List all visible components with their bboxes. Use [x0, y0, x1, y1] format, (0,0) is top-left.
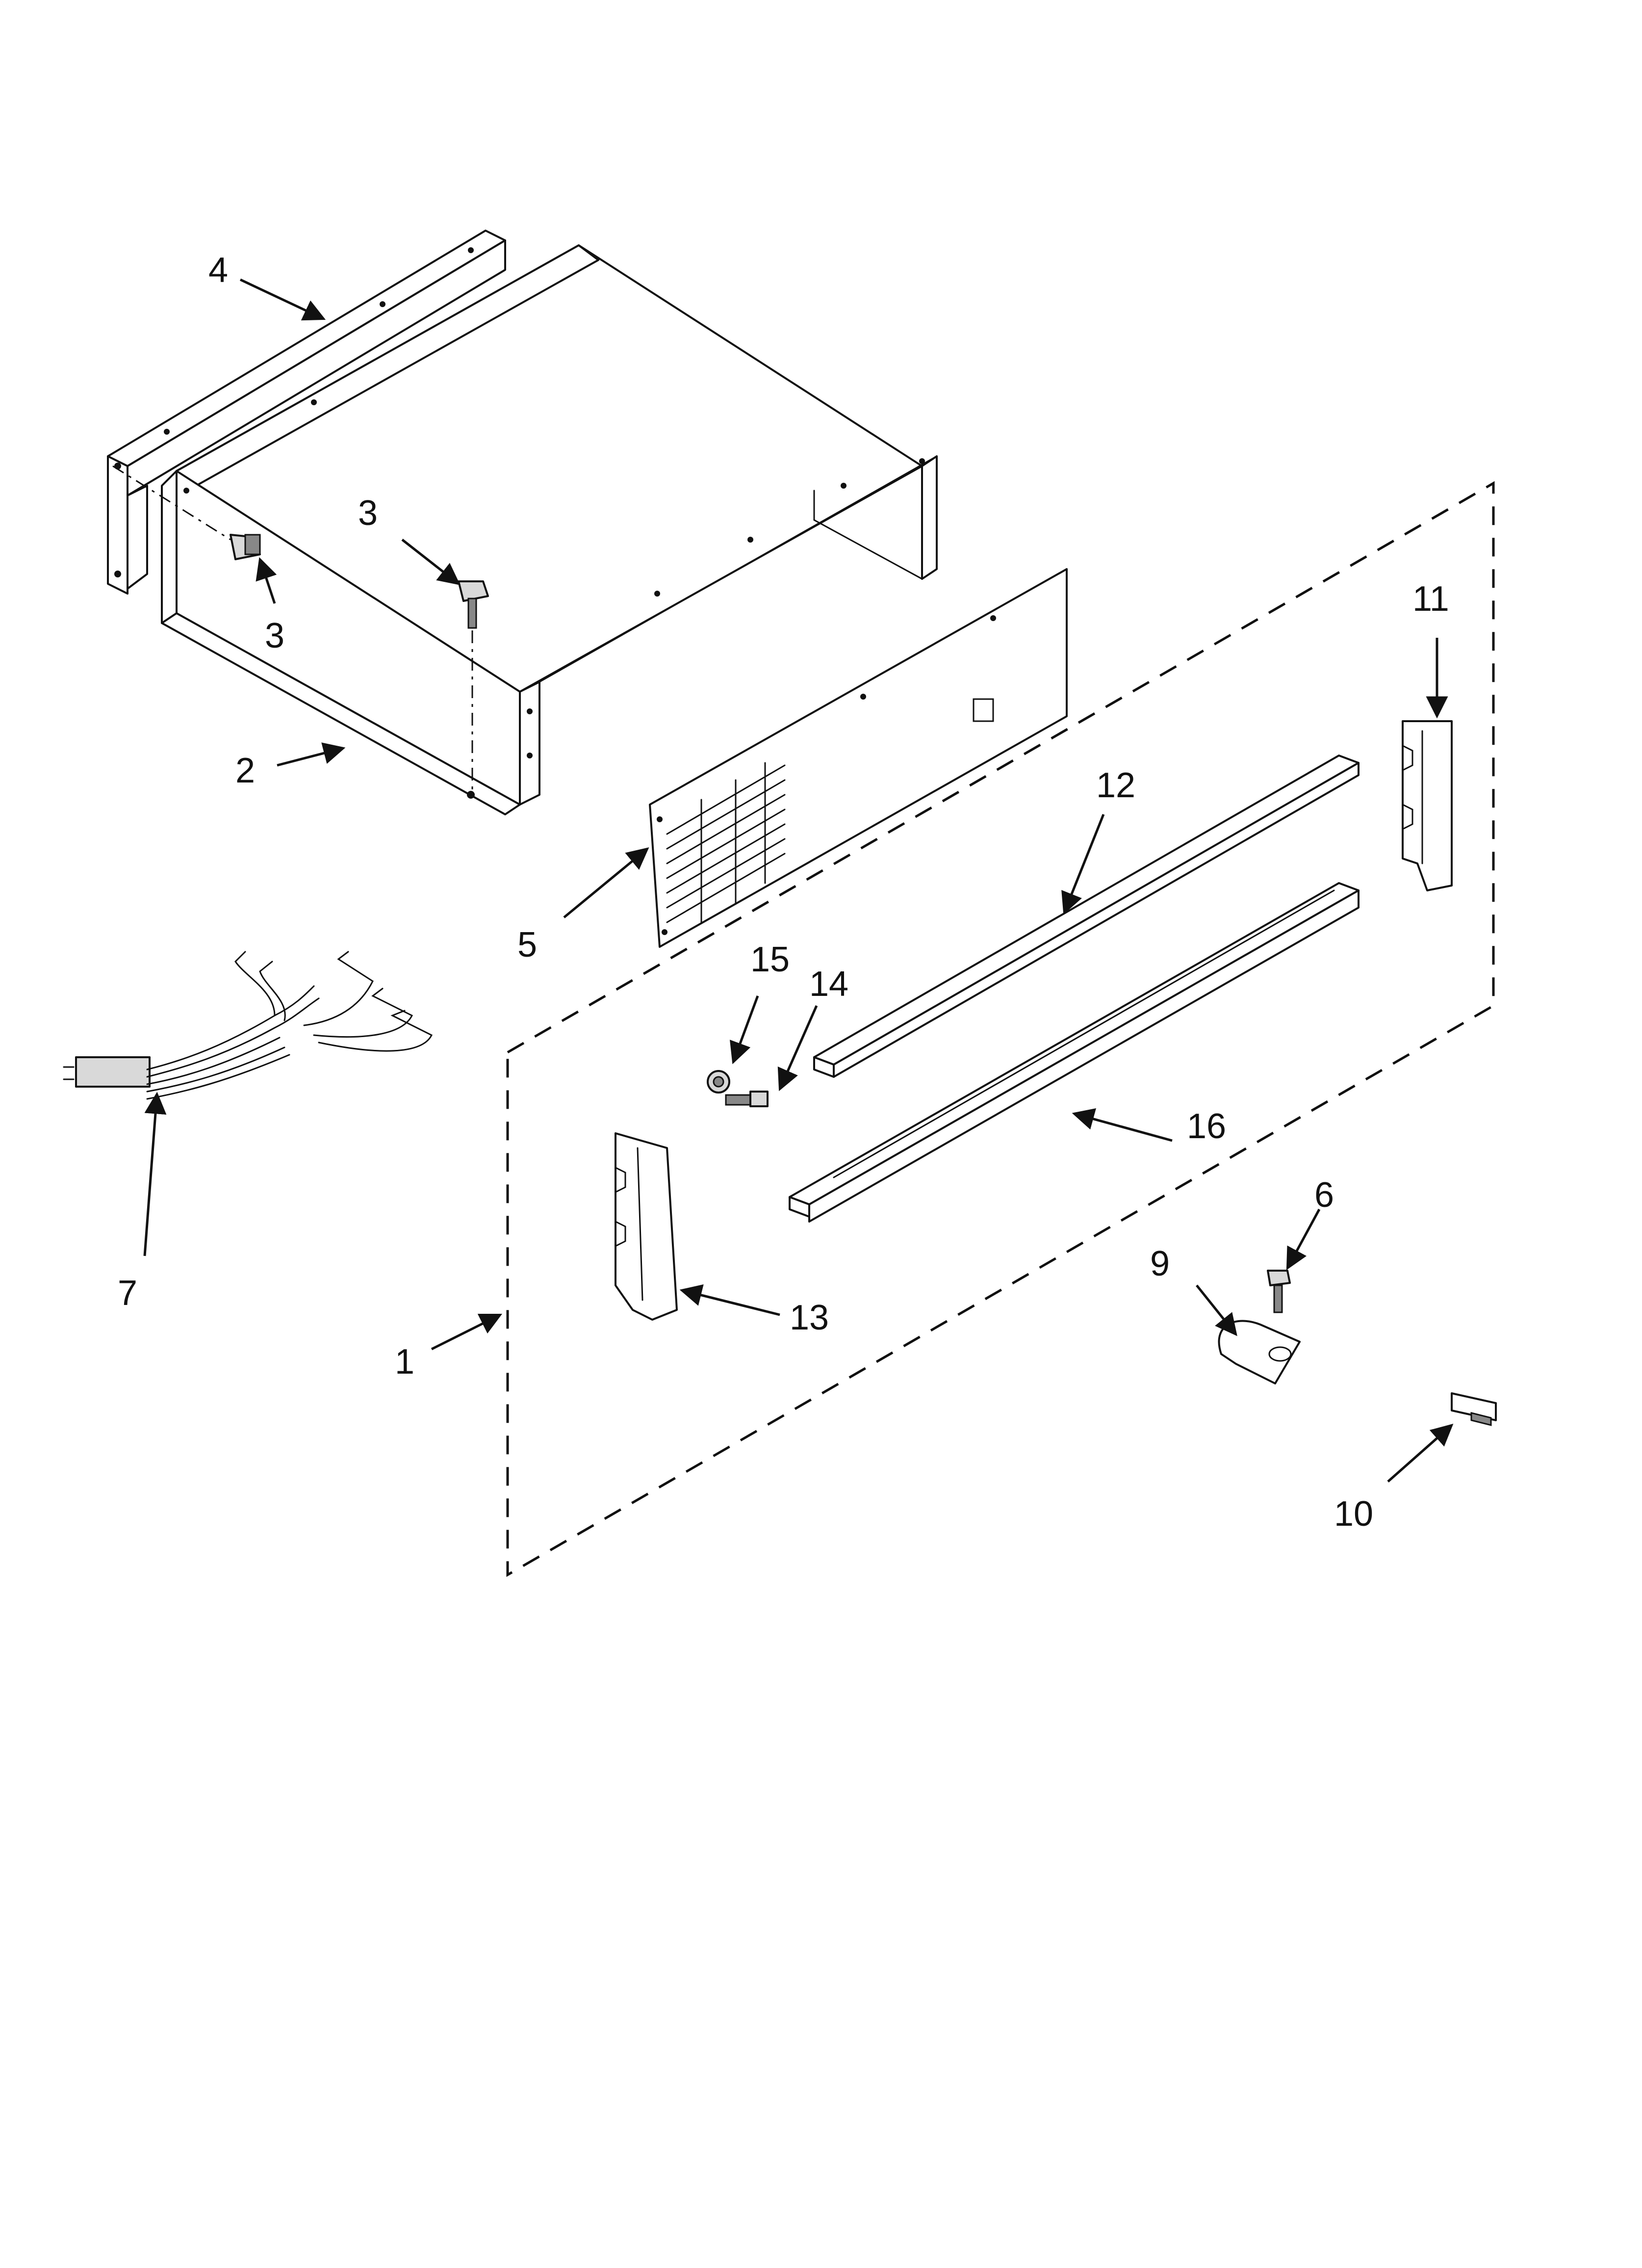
rail-part-12: [813, 755, 1360, 1078]
vent-slots: [666, 762, 786, 923]
callout-6: 6: [1314, 1175, 1334, 1215]
side-bracket-part-13: [615, 1132, 678, 1321]
rail-part-16: [789, 882, 1360, 1223]
knob-part-15: [707, 1070, 730, 1094]
housing-part-2: [161, 244, 938, 815]
callout-labels: 4 3 3 2 5 11 12 15 14 16 13 1 7 6 9 10: [118, 251, 1449, 1534]
side-bracket-part-11: [1402, 720, 1453, 891]
callout-14: 14: [809, 965, 848, 1004]
panel-part-5: [649, 568, 1068, 948]
callout-7: 7: [118, 1274, 137, 1313]
callout-16: 16: [1187, 1107, 1226, 1146]
pin-part-14: [725, 1091, 769, 1107]
callout-5: 5: [517, 925, 537, 965]
callout-9: 9: [1150, 1244, 1170, 1283]
callout-11: 11: [1412, 579, 1449, 619]
screw-part-3-left: [112, 465, 261, 560]
wire-harness-part-7: [63, 951, 433, 1100]
callout-4: 4: [208, 251, 228, 290]
callout-2: 2: [235, 751, 255, 790]
callout-10: 10: [1334, 1494, 1373, 1534]
clip-part-10: [1451, 1392, 1497, 1426]
callout-3-left: 3: [265, 616, 284, 655]
callout-13: 13: [790, 1298, 829, 1337]
screw-part-3-top: [458, 580, 489, 790]
callout-3-top: 3: [358, 494, 378, 533]
screw-part-6: [1267, 1270, 1291, 1313]
callout-15: 15: [750, 940, 790, 979]
callout-12: 12: [1096, 766, 1135, 805]
rear-bracket-part-4: [107, 230, 506, 595]
callout-leaders: [143, 278, 1454, 1483]
kit-outline-part-1: [506, 481, 1495, 1577]
callout-1: 1: [395, 1342, 414, 1382]
